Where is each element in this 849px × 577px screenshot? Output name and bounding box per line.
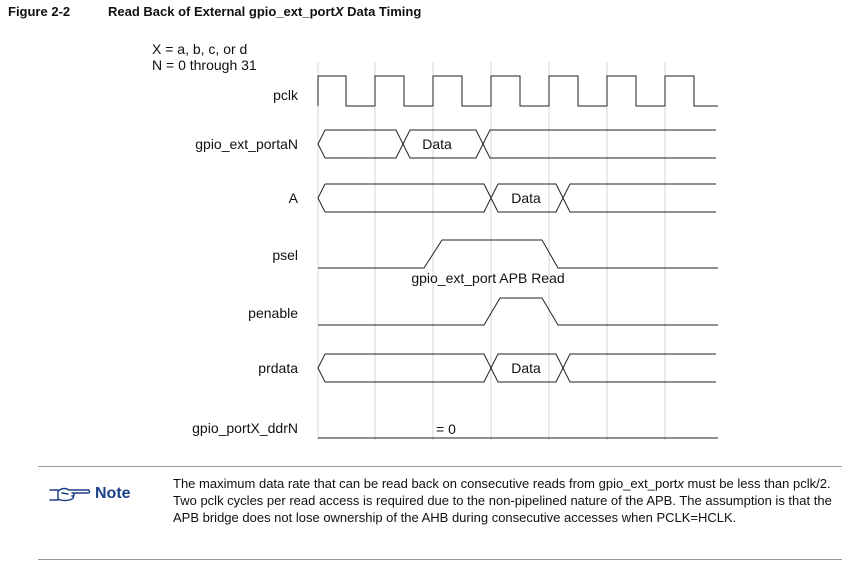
a-bus-segment-1 — [325, 183, 716, 213]
signal-label-gpio-portx-ddrn: gpio_portX_ddrN — [192, 420, 298, 436]
legend-line-2: N = 0 through 31 — [152, 57, 257, 73]
prdata-bus-segment-2 — [325, 353, 716, 383]
prdata-data-label: Data — [511, 360, 541, 376]
pointing-hand-icon — [49, 487, 91, 502]
signal-label-a: A — [289, 190, 299, 206]
psel-waveform — [318, 239, 718, 269]
a-bus-upper — [317, 183, 326, 213]
signal-label-psel: psel — [272, 247, 298, 263]
a-bus-segment-2 — [325, 183, 716, 213]
prdata-bus-segment-1 — [325, 353, 716, 383]
note-label: Note — [95, 485, 131, 502]
note-top-rule — [38, 466, 842, 467]
prdata-bus-upper — [317, 353, 326, 383]
note-text: The maximum data rate that can be read b… — [173, 476, 832, 525]
gpio-ext-portan-bus-segment-2 — [325, 129, 716, 159]
gpio-ext-portan-data-label: Data — [422, 136, 452, 152]
note-bottom-rule — [38, 559, 842, 560]
a-data-label: Data — [511, 190, 541, 206]
penable-waveform — [318, 297, 718, 326]
signal-label-gpio-ext-portan: gpio_ext_portaN — [195, 136, 298, 152]
figure-title: Read Back of External gpio_ext_portX Dat… — [108, 4, 422, 19]
signal-label-penable: penable — [248, 305, 298, 321]
figure-caption: Figure 2-2 Read Back of External gpio_ext… — [8, 4, 421, 19]
signal-label-pclk: pclk — [273, 87, 299, 103]
psel-caption: gpio_ext_port APB Read — [411, 270, 564, 286]
signal-label-prdata: prdata — [258, 360, 298, 376]
timing-diagram: X = a, b, c, or d N = 0 through 31 pclk … — [152, 41, 718, 440]
pclk-waveform — [317, 75, 718, 107]
gpio-ext-portan-bus-segment-1 — [325, 129, 716, 159]
figure-number: Figure 2-2 — [8, 4, 71, 19]
cycle-gridlines — [317, 62, 666, 440]
gpio-ext-portan-bus-upper — [317, 129, 326, 159]
gpio-portx-ddrn-value: = 0 — [436, 421, 456, 437]
legend-line-1: X = a, b, c, or d — [152, 41, 247, 57]
note-marker: Note — [48, 484, 131, 504]
